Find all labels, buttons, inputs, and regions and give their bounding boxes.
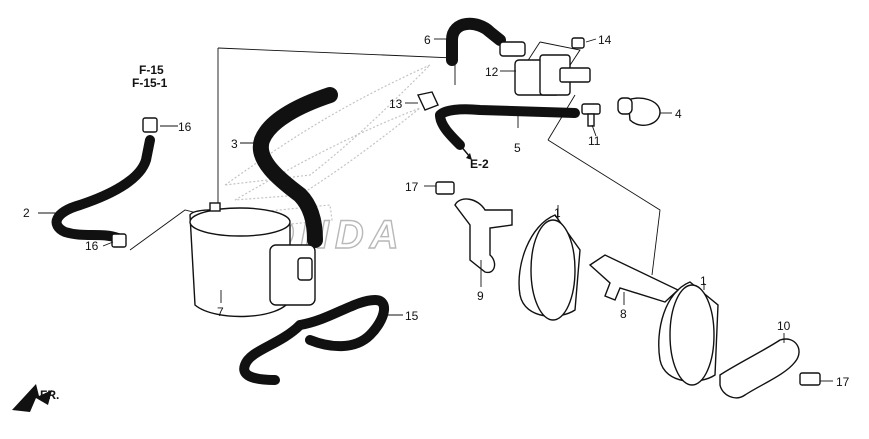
ref-e2[interactable]: E-2 <box>470 157 489 171</box>
joint-11 <box>581 103 601 127</box>
callout-3: 3 <box>231 137 238 151</box>
callout-11: 11 <box>588 134 601 148</box>
callout-leaders <box>38 38 833 382</box>
ref-f15-1[interactable]: F-15-1 <box>132 76 168 90</box>
band-1-left <box>518 214 581 321</box>
direction-label: FR. <box>40 388 59 402</box>
callout-10: 10 <box>777 319 791 333</box>
bolt-17-right <box>799 372 821 386</box>
callout-7: 7 <box>217 305 224 319</box>
callout-6: 6 <box>424 33 431 47</box>
stay-9 <box>435 181 513 274</box>
bolt-17-top <box>435 181 455 195</box>
stay-10 <box>719 338 821 399</box>
callout-15: 15 <box>405 309 419 323</box>
callout-2: 2 <box>23 206 30 220</box>
callout-5: 5 <box>514 141 521 155</box>
front-direction-arrow <box>12 384 52 412</box>
callout-12: 12 <box>485 65 499 79</box>
callout-16-bottom: 16 <box>85 239 99 253</box>
hose-6 <box>446 17 506 66</box>
clip-16-bottom <box>111 233 127 248</box>
hose-3 <box>252 87 338 248</box>
band-1-right <box>658 281 719 386</box>
cap-4 <box>617 97 661 126</box>
ref-f15[interactable]: F-15 <box>139 63 164 77</box>
callout-4: 4 <box>675 107 682 121</box>
callout-16-top: 16 <box>178 120 192 134</box>
clip-16-top <box>142 117 158 133</box>
callout-8: 8 <box>620 307 627 321</box>
clip-13 <box>416 91 439 111</box>
plate-8 <box>588 254 680 303</box>
hose-15 <box>239 295 389 385</box>
callout-17-right: 17 <box>836 375 850 389</box>
callout-1-left: 1 <box>554 206 561 220</box>
callout-1-right: 1 <box>700 274 707 288</box>
callout-13: 13 <box>389 97 403 111</box>
solenoid-valve-12 <box>499 37 591 96</box>
canister-7 <box>189 202 316 318</box>
nut-14 <box>571 37 585 49</box>
callout-9: 9 <box>477 289 484 303</box>
callout-14: 14 <box>598 33 612 47</box>
callout-17-top: 17 <box>405 180 419 194</box>
hose-5 <box>435 104 580 160</box>
